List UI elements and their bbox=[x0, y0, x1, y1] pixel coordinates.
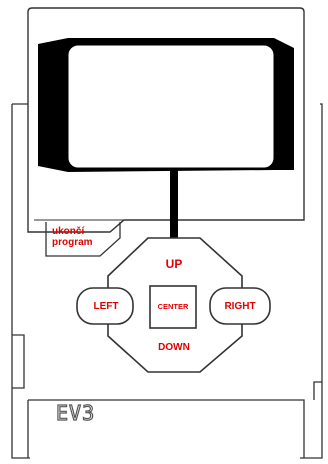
exit-label-line2: program bbox=[52, 237, 93, 248]
down-label: DOWN bbox=[158, 342, 190, 353]
lcd-screen bbox=[67, 44, 275, 169]
exit-button-outline bbox=[45, 222, 121, 257]
right-button-shape bbox=[209, 287, 271, 325]
center-button-shape bbox=[149, 285, 197, 329]
brick-body-left-edge bbox=[11, 103, 30, 459]
bottom-panel bbox=[28, 399, 305, 458]
brick-left-notch bbox=[12, 334, 25, 389]
up-label: UP bbox=[165, 257, 183, 271]
ev3-logo: EV3 bbox=[55, 400, 96, 425]
exit-program-label: ukončí program bbox=[52, 226, 112, 248]
left-label: LEFT bbox=[93, 301, 119, 312]
right-label: RIGHT bbox=[224, 301, 256, 312]
left-button-shape bbox=[76, 287, 134, 325]
center-label: CENTER bbox=[157, 302, 189, 311]
exit-label-line1: ukončí bbox=[52, 226, 85, 237]
led-stem bbox=[170, 170, 178, 238]
brick-right-notch bbox=[313, 381, 322, 400]
brick-body-right-edge bbox=[300, 103, 323, 459]
